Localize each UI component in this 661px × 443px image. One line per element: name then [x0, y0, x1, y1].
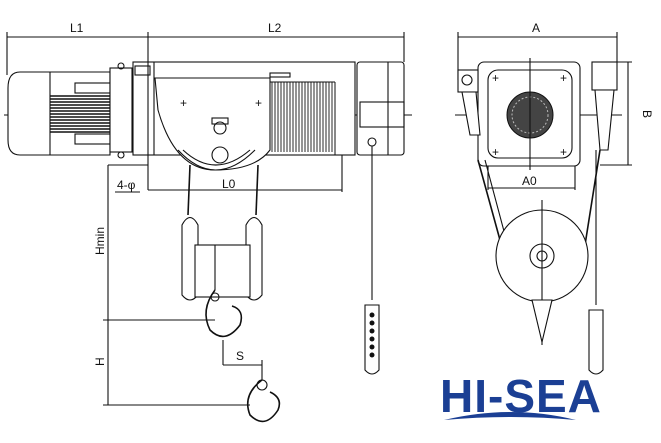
hoist-frame: + +: [132, 61, 356, 171]
pendant-side: [588, 150, 604, 375]
hi-sea-logo: HI-SEA: [440, 370, 601, 422]
hook-lower: [222, 340, 281, 423]
pendant-button: [369, 352, 375, 358]
hook-upper: [205, 289, 243, 338]
label-a0: A0: [522, 174, 537, 188]
label-hmin: Hmin: [93, 227, 107, 255]
side-hook-block: [477, 149, 601, 345]
svg-text:+: +: [492, 145, 499, 159]
svg-text:+: +: [492, 71, 499, 85]
svg-text:+: +: [560, 145, 567, 159]
hook-block: [181, 164, 263, 338]
label-holes: 4-φ: [117, 178, 136, 192]
label-l2: L2: [268, 21, 282, 35]
label-s: S: [236, 349, 244, 363]
svg-text:+: +: [255, 96, 262, 110]
flange: [109, 67, 133, 153]
svg-text:+: +: [560, 71, 567, 85]
svg-text:+: +: [180, 96, 187, 110]
control-box: [356, 61, 405, 156]
pendant-button: [369, 312, 375, 318]
label-l0: L0: [222, 177, 236, 191]
dimension-hmin-h: Hmin H S: [93, 165, 250, 406]
dimension-l0: L0 4-φ: [108, 155, 343, 193]
side-motor-end: + + + +: [457, 58, 618, 170]
pendant-button: [369, 336, 375, 342]
motor: [7, 71, 111, 156]
dimension-a0: A0: [487, 166, 576, 190]
label-a: A: [532, 21, 540, 35]
pendant-button: [369, 344, 375, 350]
pendant-front: [364, 146, 380, 375]
label-l1: L1: [70, 21, 84, 35]
label-h: H: [93, 357, 107, 366]
pendant-button: [369, 320, 375, 326]
label-b: B: [640, 110, 654, 118]
pendant-button: [369, 328, 375, 334]
